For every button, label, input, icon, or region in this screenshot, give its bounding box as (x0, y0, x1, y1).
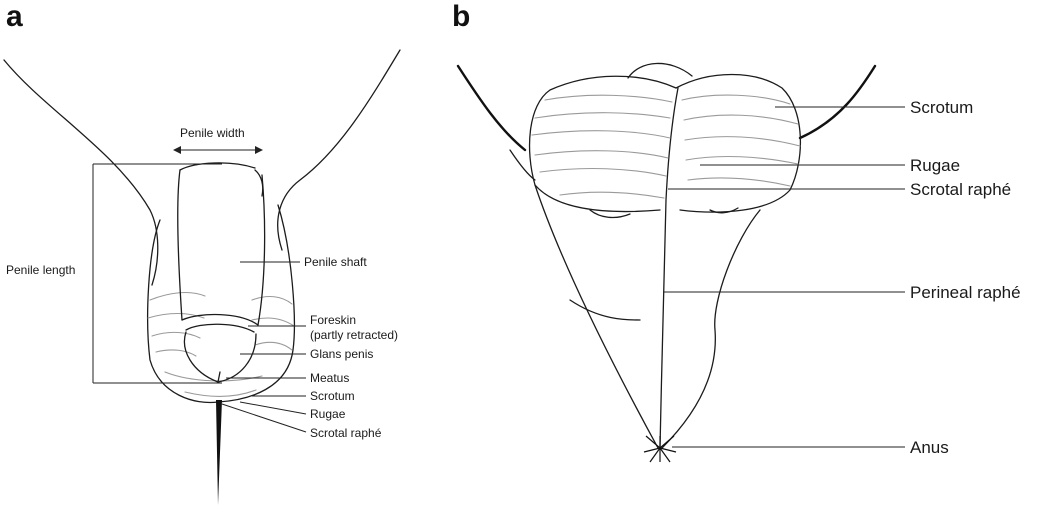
rugae-lines-b-1 (544, 94, 673, 103)
right-thigh-outline-b (798, 64, 877, 140)
penile-tip-top (179, 162, 256, 171)
panel-a-letter: a (6, 0, 23, 33)
label-scrotum-a: Scrotum (310, 389, 355, 403)
foreskin-fold (185, 323, 255, 333)
panel-a: a Penile width (3, 0, 401, 505)
penile-shaft-outline (177, 169, 183, 321)
rugae-lines-b-10 (685, 155, 799, 165)
rugae-lines-b-6 (559, 191, 665, 199)
rugae-lines-a-9 (184, 389, 257, 397)
rugae-lines-b-9 (684, 136, 801, 147)
rugae-lines-b-8 (683, 114, 799, 125)
scrotum-outline-a (147, 204, 295, 404)
rugae-lines-b-2 (534, 112, 671, 119)
meatus-mark (217, 371, 221, 383)
lower-right-outline-b (661, 209, 761, 449)
label-perineal-raphe: Perineal raphé (910, 283, 1021, 302)
leader-rugae-a (239, 401, 307, 415)
left-thigh-outline (3, 59, 159, 286)
rugae-lines-a-4 (155, 349, 197, 357)
label-scrotal-raphe-b: Scrotal raphé (910, 180, 1011, 199)
label-meatus: Meatus (310, 371, 349, 385)
rugae-lines-a-5 (251, 295, 293, 305)
left-fold-b (569, 299, 641, 321)
label-foreskin-note: (partly retracted) (310, 328, 398, 342)
panel-b: b (452, 0, 1021, 463)
raphe-tail-a (216, 400, 222, 505)
label-anus: Anus (910, 438, 949, 457)
label-scrotum-b: Scrotum (910, 98, 973, 117)
rugae-lines-a-7 (254, 341, 293, 351)
scrotal-raphe-line-b (659, 87, 679, 449)
rugae-lines-a-1 (149, 291, 206, 301)
lower-left-outline-b (534, 184, 659, 449)
rugae-lines-b-5 (539, 167, 667, 177)
rugae-lines-b-7 (681, 94, 791, 105)
left-thigh-outline-b (456, 64, 527, 152)
rugae-lines-b-11 (687, 177, 791, 187)
rugae-lines-a-3 (151, 331, 201, 339)
right-thigh-outline (277, 49, 401, 251)
label-foreskin: Foreskin (310, 313, 356, 327)
glans-outline (183, 331, 257, 383)
inner-fold-b-2 (709, 207, 739, 214)
penile-shaft-outline-right (257, 174, 266, 326)
inner-fold-b-1 (589, 209, 631, 219)
panel-b-letter: b (452, 0, 470, 33)
rugae-lines-b-4 (534, 150, 669, 159)
label-rugae-a: Rugae (310, 407, 346, 421)
rugae-lines-a-6 (251, 317, 295, 327)
right-testis-outline (675, 73, 802, 213)
label-scrotal-raphe-a: Scrotal raphé (310, 426, 382, 440)
foreskin-outline (181, 313, 259, 326)
rugae-lines-a-2 (147, 312, 205, 319)
label-penile-length: Penile length (6, 263, 75, 277)
top-lobe-b (627, 62, 693, 79)
label-penile-shaft: Penile shaft (304, 255, 367, 269)
penile-tip-right (254, 169, 264, 197)
left-testis-outline (528, 75, 677, 213)
anus-mark (643, 435, 677, 463)
label-penile-width: Penile width (180, 126, 245, 140)
rugae-lines-b-3 (531, 130, 671, 139)
label-rugae-b: Rugae (910, 156, 960, 175)
label-glans-penis: Glans penis (310, 347, 373, 361)
leader-scrotal-raphe-a (221, 403, 307, 433)
